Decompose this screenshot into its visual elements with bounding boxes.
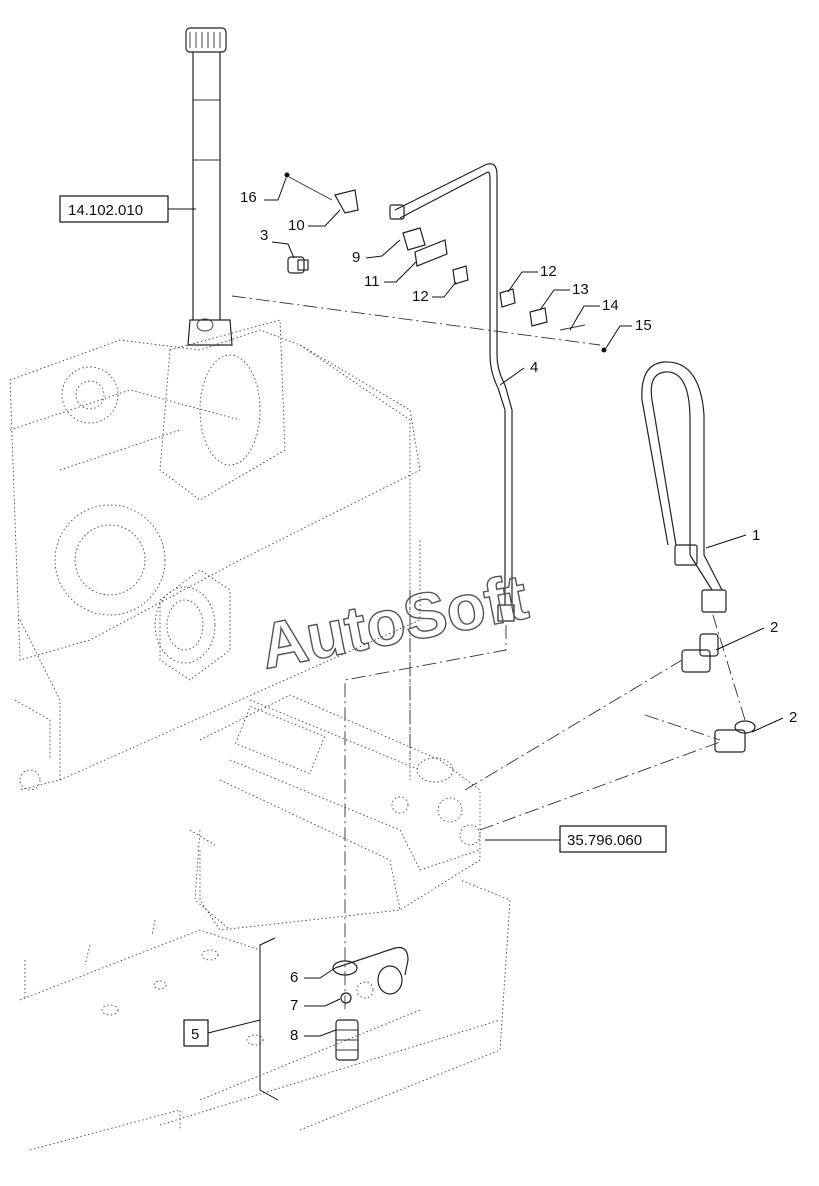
callout-1: 1 — [705, 527, 760, 549]
clip-parts — [284, 172, 607, 353]
fitting-3 — [287, 256, 309, 274]
svg-text:6: 6 — [290, 969, 298, 986]
svg-text:9: 9 — [352, 249, 360, 266]
elbow-fitting-lower — [714, 720, 756, 753]
callout-2-upper: 2 — [715, 619, 778, 651]
svg-text:2: 2 — [789, 709, 797, 726]
callout-10: 10 — [288, 209, 341, 234]
engine-housing — [9, 319, 421, 791]
callout-9: 9 — [352, 239, 401, 266]
lower-frame — [19, 879, 511, 1151]
callout-7: 7 — [290, 997, 341, 1014]
metal-line — [389, 163, 515, 622]
watermark-text: AutoSoft — [254, 560, 533, 682]
callout-12-left: 12 — [412, 281, 457, 305]
svg-text:3: 3 — [260, 227, 268, 244]
ref-label-14102010: 14.102.010 — [68, 202, 143, 219]
svg-text:7: 7 — [290, 997, 298, 1014]
callout-3: 3 — [260, 227, 295, 259]
callout-11: 11 — [364, 261, 417, 290]
callout-12-right: 12 — [507, 263, 557, 293]
svg-text:13: 13 — [572, 281, 589, 298]
svg-text:14: 14 — [602, 297, 619, 314]
ref-box-14102010: 14.102.010 — [59, 195, 196, 223]
coupler-group — [332, 946, 409, 1061]
svg-text:4: 4 — [530, 359, 538, 376]
callout-13: 13 — [539, 281, 589, 311]
svg-text:12: 12 — [412, 288, 429, 305]
svg-text:1: 1 — [752, 527, 760, 544]
elbow-fitting-upper — [681, 633, 719, 673]
callout-14: 14 — [569, 297, 619, 331]
callout-15: 15 — [605, 317, 652, 349]
svg-text:12: 12 — [540, 263, 557, 280]
svg-text:8: 8 — [290, 1027, 298, 1044]
valve-bracket — [189, 694, 481, 931]
svg-text:15: 15 — [635, 317, 652, 334]
svg-text:2: 2 — [770, 619, 778, 636]
callout-4: 4 — [499, 359, 538, 386]
assembly-lines — [231, 295, 746, 1010]
ref-box-35796060: 35.796.060 — [485, 825, 667, 853]
group-box-5: 5 — [183, 937, 279, 1101]
callout-6: 6 — [290, 967, 336, 986]
svg-text:16: 16 — [240, 189, 257, 206]
hydraulic-hose — [641, 361, 727, 613]
ref-label-35796060: 35.796.060 — [567, 832, 642, 849]
callout-16: 16 — [240, 177, 287, 206]
svg-text:10: 10 — [288, 217, 305, 234]
group-label-5: 5 — [191, 1026, 199, 1043]
callout-2-lower: 2 — [751, 709, 797, 733]
svg-text:11: 11 — [364, 273, 380, 290]
dipstick-tube — [185, 27, 233, 346]
callout-8: 8 — [290, 1027, 337, 1044]
